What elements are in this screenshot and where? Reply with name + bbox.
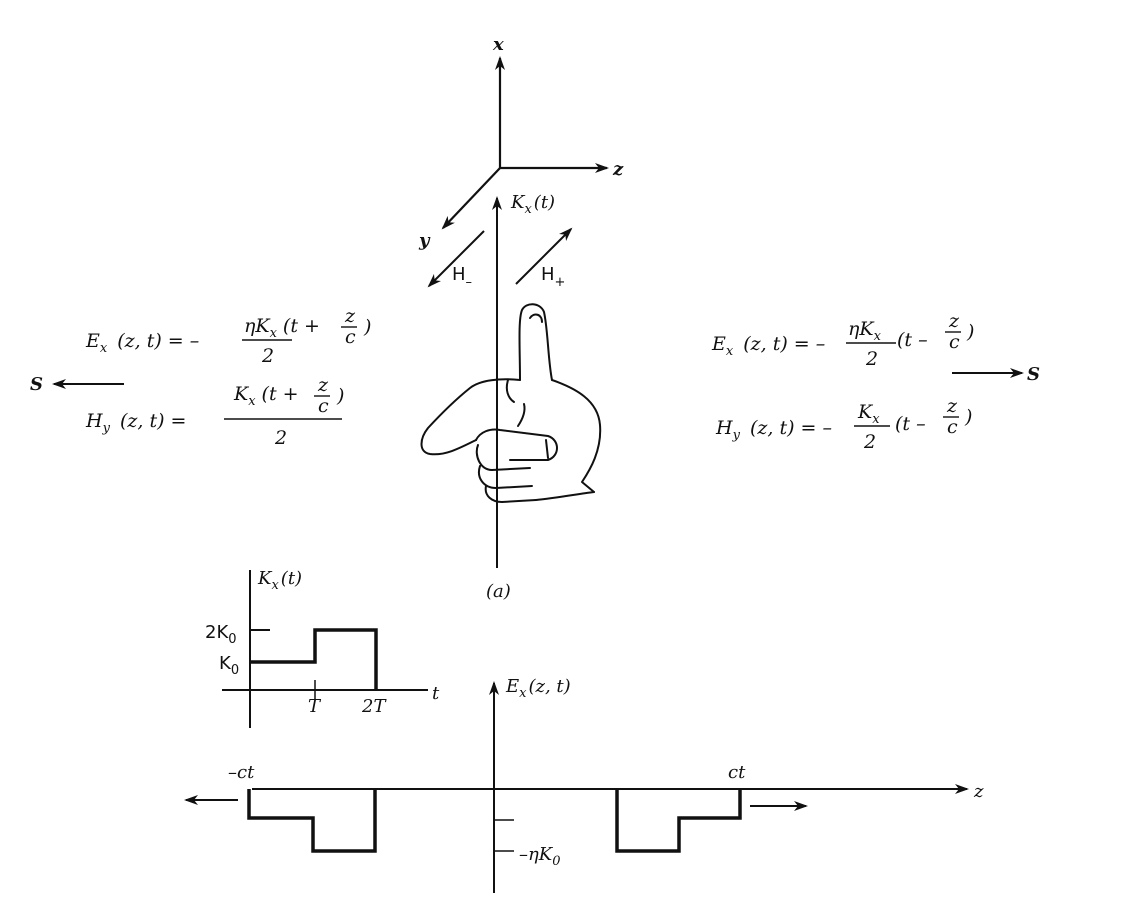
left-hy-z: z: [317, 374, 329, 396]
left-equations: S Ex(z, t) = – ηKx(t + 2 z c ) Hy(z, t) …: [30, 305, 371, 449]
left-hy-lhs: Hy(z, t) =: [85, 410, 186, 436]
left-ex-denominator: 2: [261, 345, 274, 367]
left-ex-c: c: [345, 326, 356, 348]
pulse-y-label: Kx(t): [257, 568, 302, 593]
field-level-label: –ηK0: [519, 844, 561, 869]
left-hy-c: c: [318, 395, 329, 417]
axes-3d: [441, 56, 609, 230]
left-hy-close: ): [336, 385, 344, 407]
right-equations: Ex(z, t) = – ηKx 2 (t – z c ) S Hy(z, t)…: [711, 310, 1040, 453]
pulse-plot: Kx(t) 2K0 K0 T 2T t: [205, 568, 440, 728]
right-hy-close: ): [964, 406, 972, 428]
left-ex-lhs: Ex(z, t) = –: [85, 330, 199, 356]
z-axis-label: z: [612, 159, 624, 180]
right-ex-numerator: ηKx: [848, 318, 882, 344]
pulse-level-high: 2K0: [205, 622, 237, 647]
right-hy-numerator: Kx: [857, 401, 880, 427]
pulse-waveform: [250, 628, 378, 690]
poynting-right-label: S: [1027, 364, 1040, 385]
field-right-mark: ct: [728, 762, 746, 783]
right-hand-icon: [420, 303, 602, 503]
y-axis-label: y: [418, 230, 431, 251]
right-ex-c: c: [949, 331, 960, 353]
x-axis-label: x: [492, 34, 504, 55]
pulse-tick-label-t: T: [308, 696, 322, 717]
h-minus-label: H–: [452, 264, 472, 290]
right-hy-c: c: [947, 416, 958, 438]
field-y-label: Ex(z, t): [505, 676, 571, 701]
left-ex-numerator: ηKx(t +: [244, 315, 320, 341]
current-label: Kx(t): [510, 192, 555, 217]
h-plus-arrow: [515, 227, 573, 285]
right-ex-close: ): [966, 321, 974, 343]
left-hy-numerator: Kx(t +: [233, 383, 299, 409]
caption-a: (a): [486, 581, 511, 602]
field-wave-left: [247, 789, 377, 853]
field-z-label: z: [973, 781, 984, 802]
h-minus-arrow: [427, 230, 485, 288]
right-hy-denominator: 2: [863, 431, 876, 453]
right-hy-z: z: [946, 395, 958, 417]
pulse-tick-label-2t: 2T: [361, 696, 387, 717]
poynting-left-label: S: [30, 374, 43, 395]
right-ex-denominator: 2: [865, 348, 878, 370]
left-ex-z: z: [344, 305, 356, 327]
pulse-level-low: K0: [219, 653, 239, 678]
pulse-x-label: t: [432, 683, 440, 704]
right-ex-lhs: Ex(z, t) = –: [711, 333, 825, 359]
left-hy-denominator: 2: [274, 427, 287, 449]
right-hy-tail: (t –: [895, 413, 926, 435]
field-plot: Ex(z, t) z –ct ct –ηK0: [184, 676, 984, 893]
y-axis: [441, 167, 501, 230]
right-ex-tail: (t –: [897, 329, 928, 351]
left-ex-close: ): [363, 316, 371, 338]
right-hy-lhs: Hy(z, t) = –: [715, 417, 832, 443]
field-wave-right: [615, 789, 742, 853]
right-ex-z: z: [948, 310, 960, 332]
h-plus-label: H+: [541, 264, 565, 290]
field-left-mark: –ct: [228, 762, 255, 783]
